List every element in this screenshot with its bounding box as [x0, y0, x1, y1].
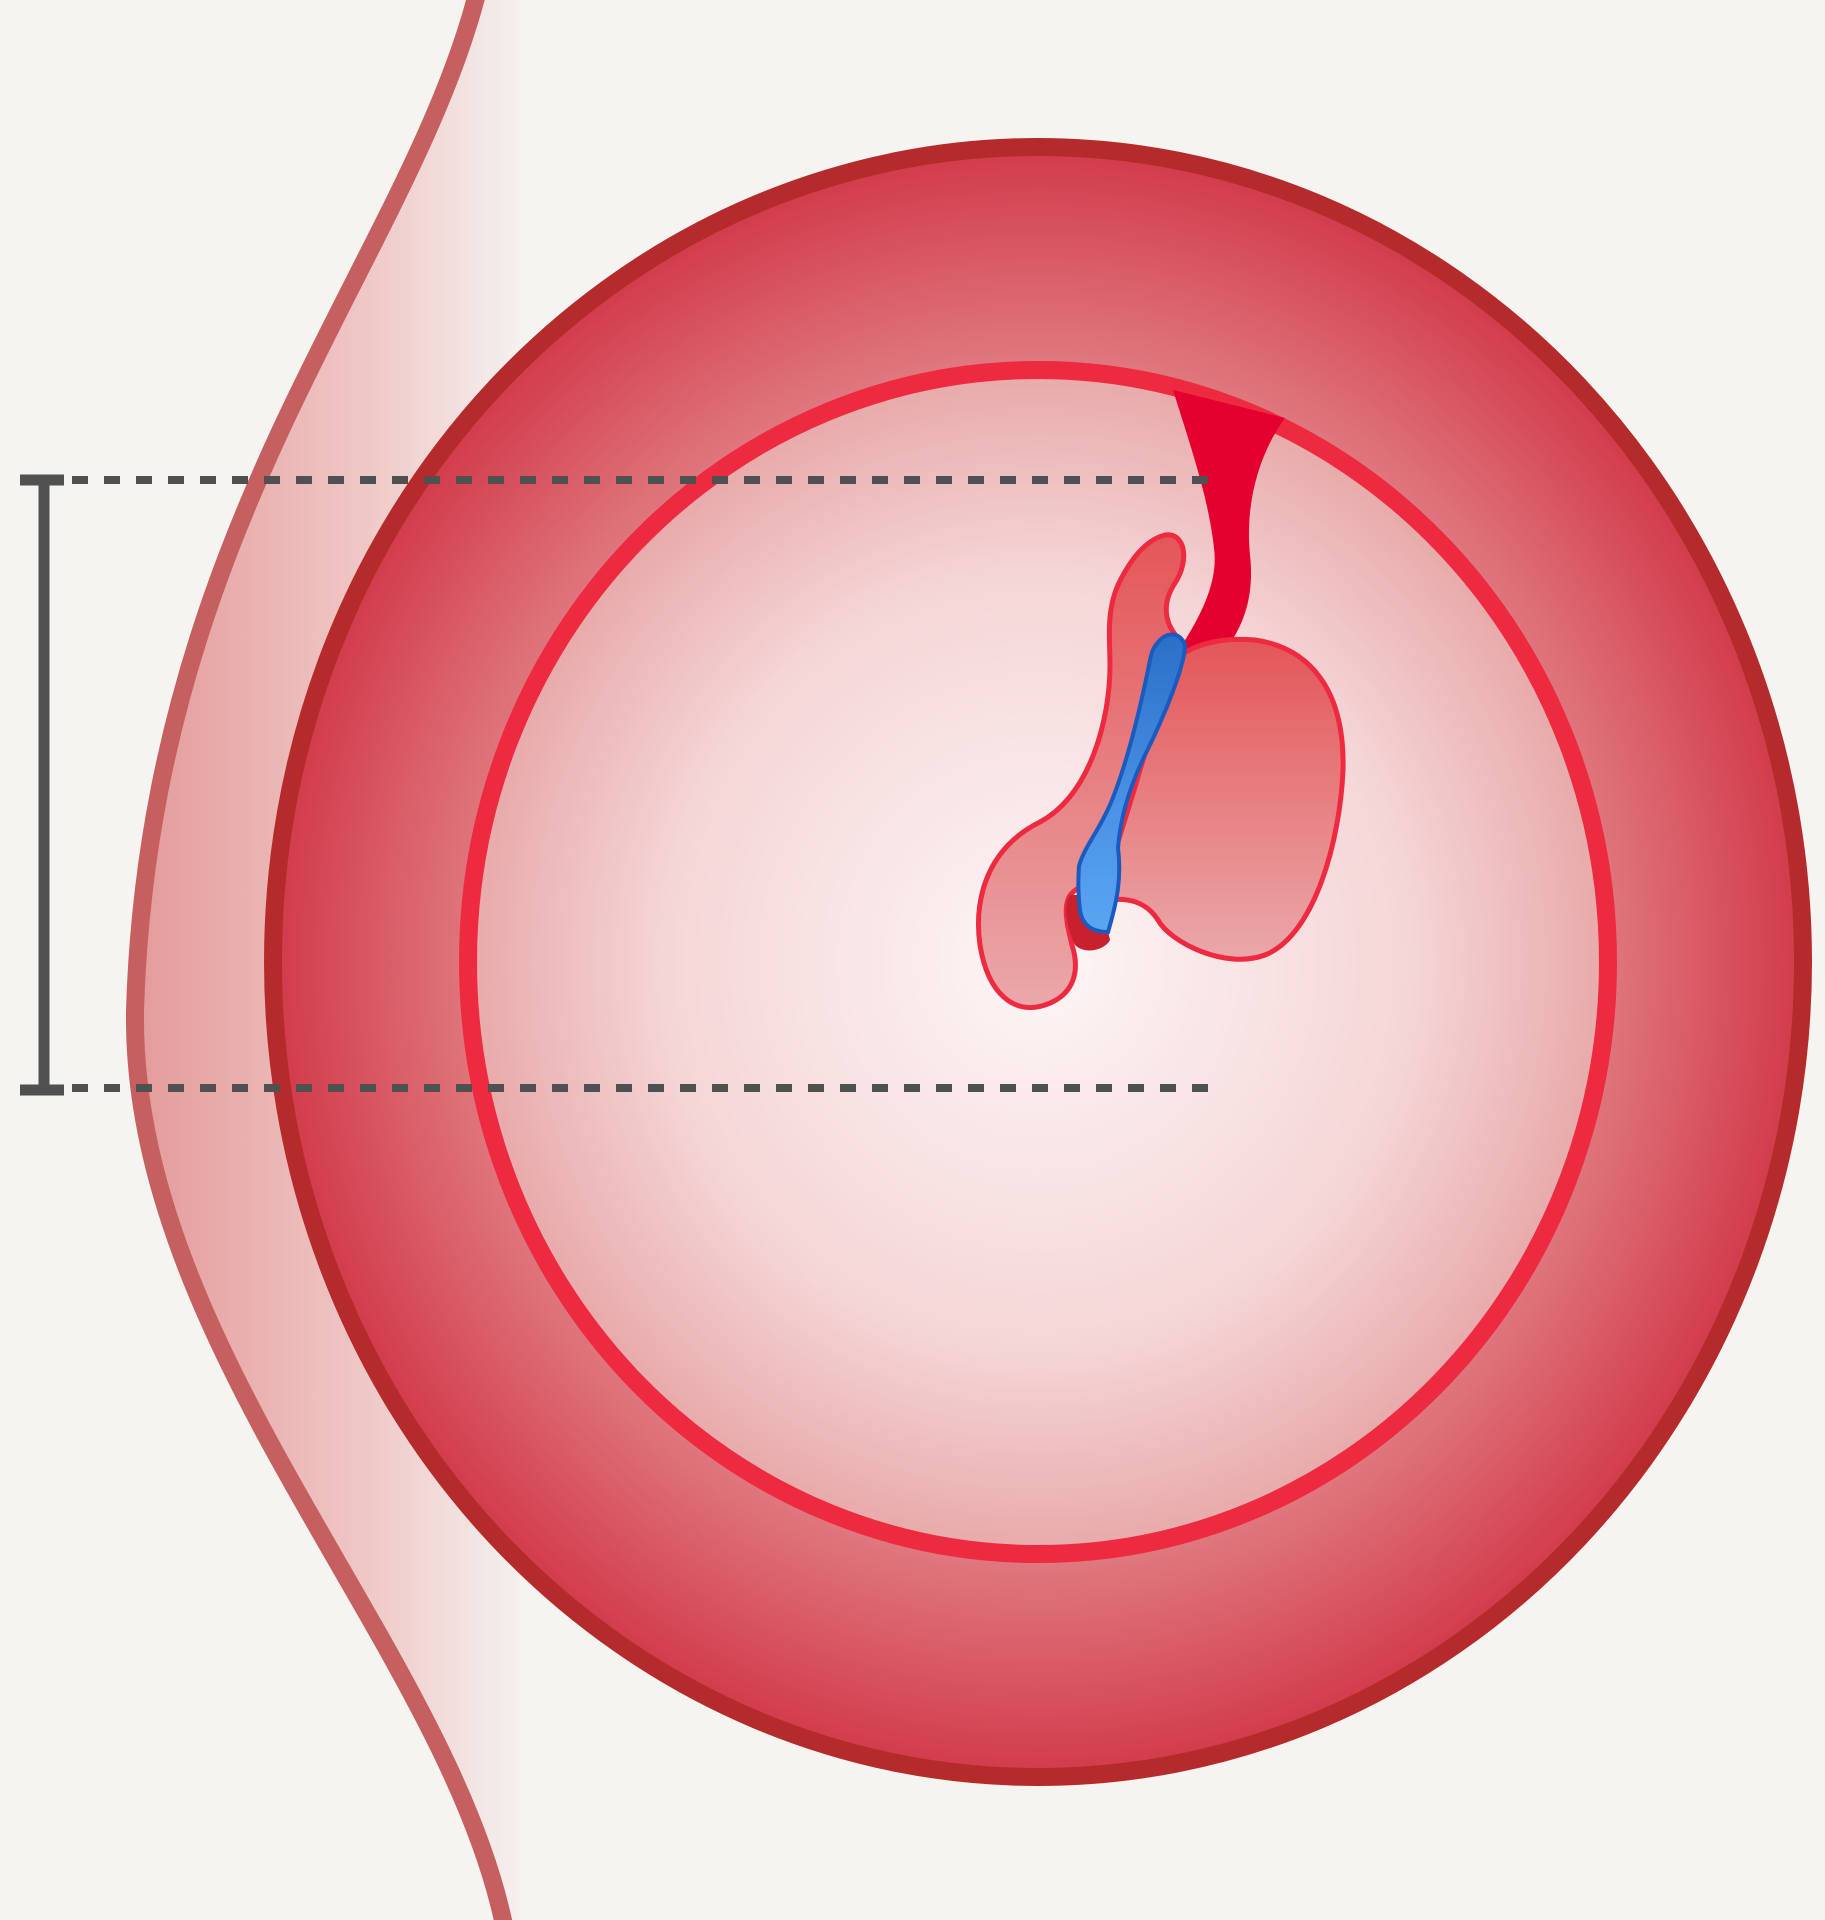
- measurement-bracket: [20, 480, 64, 1090]
